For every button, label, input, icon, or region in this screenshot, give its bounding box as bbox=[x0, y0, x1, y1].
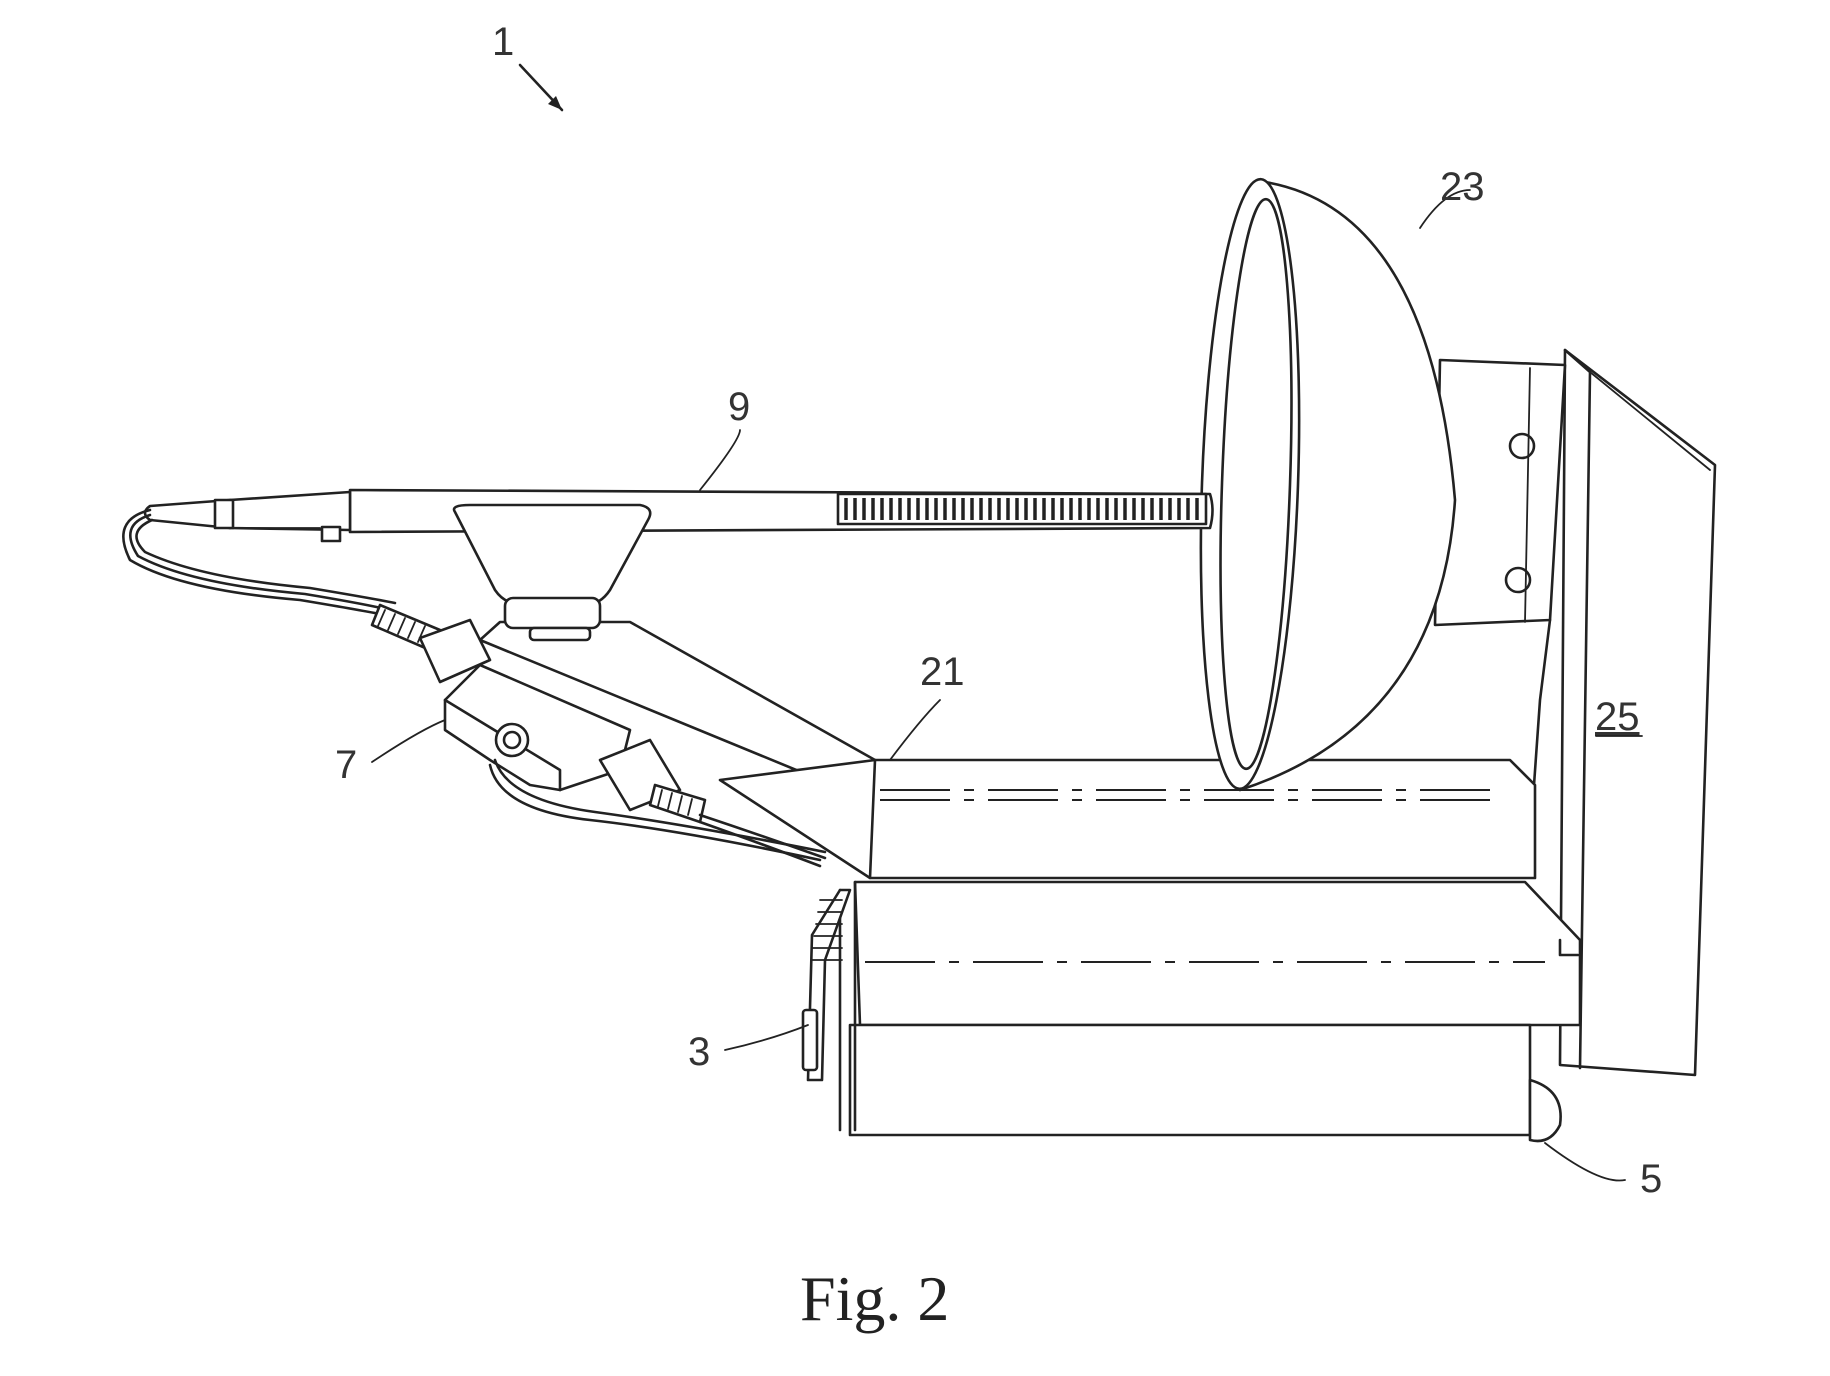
rod-clamp bbox=[452, 503, 652, 642]
figure-caption: Fig. 2 bbox=[800, 1263, 949, 1334]
back-panel bbox=[1558, 348, 1717, 1077]
probe-rod bbox=[143, 488, 1214, 642]
reference-labels: 1 23 9 21 25 7 3 5 bbox=[335, 20, 1662, 1201]
label-21: 21 bbox=[920, 650, 965, 694]
dish bbox=[1199, 177, 1457, 792]
side-rib-strip bbox=[801, 888, 852, 1082]
label-7: 7 bbox=[335, 743, 357, 787]
label-23: 23 bbox=[1440, 165, 1485, 209]
mount-hole-icon bbox=[1508, 432, 1536, 460]
label-3: 3 bbox=[688, 1030, 710, 1074]
mount-hole-icon bbox=[1504, 566, 1532, 594]
sensor-unit bbox=[801, 880, 1582, 1143]
label-9: 9 bbox=[728, 385, 750, 429]
label-1: 1 bbox=[492, 20, 514, 64]
label-25: 25 bbox=[1595, 695, 1640, 739]
connector-socket-icon bbox=[494, 722, 530, 758]
label-5: 5 bbox=[1640, 1157, 1662, 1201]
knurled-grip bbox=[836, 492, 1208, 526]
connector-box bbox=[122, 508, 827, 868]
support-plate bbox=[478, 620, 1537, 880]
roller bbox=[1528, 1078, 1562, 1143]
arrow-head-icon bbox=[548, 96, 562, 110]
leader-lines bbox=[371, 63, 1626, 1182]
